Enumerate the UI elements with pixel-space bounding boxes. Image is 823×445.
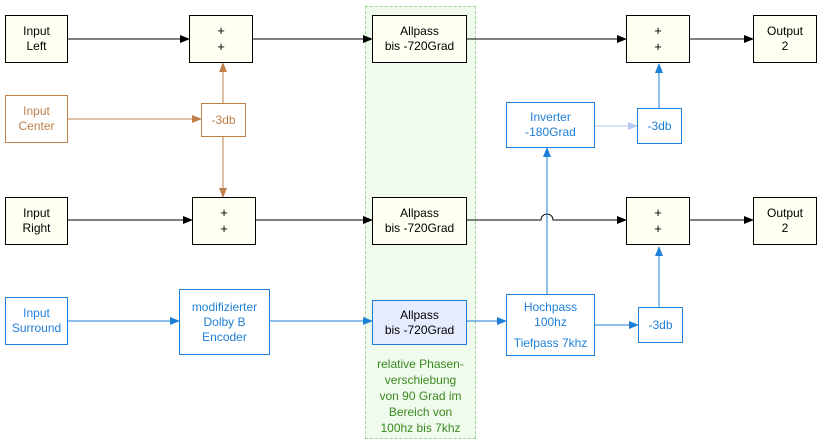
- adder-right: + +: [192, 197, 256, 245]
- input-right: Input Right: [5, 197, 68, 245]
- input-left: Input Left: [5, 15, 68, 63]
- allpass-right: Allpass bis -720Grad: [372, 197, 467, 245]
- adder-output-top: + +: [626, 15, 690, 63]
- output-top: Output 2: [753, 15, 817, 63]
- attenuator-center: -3db: [201, 103, 246, 137]
- allpass-left: Allpass bis -720Grad: [372, 15, 467, 63]
- attenuator-bottom-right: -3db: [638, 307, 683, 343]
- dolby-b-encoder: modifizierter Dolby B Encoder: [179, 289, 270, 355]
- adder-left: + +: [189, 15, 253, 63]
- output-bottom: Output 2: [753, 197, 817, 245]
- inverter: Inverter -180Grad: [506, 102, 595, 148]
- input-center: Input Center: [5, 95, 68, 143]
- allpass-surround: Allpass bis -720Grad: [372, 300, 467, 345]
- adder-output-bottom: + +: [626, 197, 690, 245]
- highpass-lowpass-filter: Hochpass 100hz Tiefpass 7khz: [506, 294, 595, 356]
- phase-shift-note: relative Phasen- verschiebung von 90 Gra…: [377, 357, 464, 435]
- input-surround: Input Surround: [5, 297, 68, 345]
- attenuator-top-right: -3db: [637, 108, 682, 144]
